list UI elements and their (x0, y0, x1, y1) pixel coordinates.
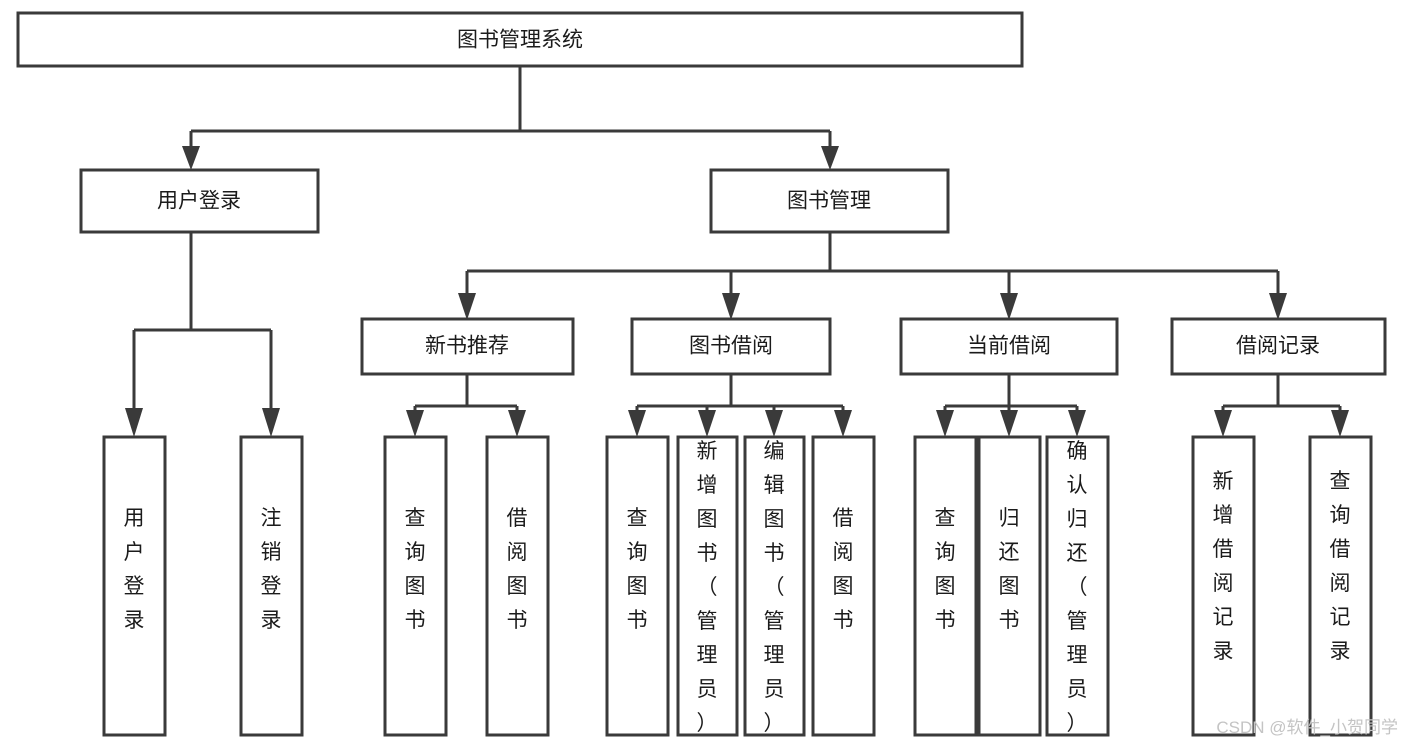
arrowhead-borrow-add-book (698, 410, 716, 437)
leaf-borrow-borrow-book-box[interactable] (811, 435, 876, 737)
node-current-borrow-box[interactable] (899, 317, 1119, 376)
arrowhead-user-login (182, 146, 200, 170)
arrowhead-borrow-borrow-book (834, 410, 852, 437)
node-current-borrow[interactable]: 当前借阅 (899, 317, 1119, 376)
leaf-borrow-edit-book-label: 编辑图书（管理员） (764, 440, 785, 735)
node-root-label: 图书管理系统 (457, 29, 583, 52)
arrowhead-borrow-edit-book (765, 410, 783, 437)
leaf-current-return-book-box[interactable] (977, 435, 1042, 737)
leaf-record-add-record[interactable]: 新增借阅记录 (1191, 435, 1256, 737)
arrowhead-new-book-recommend (458, 293, 476, 320)
leaf-user-login-label: 用户登录 (124, 507, 145, 632)
leaf-user-login[interactable]: 用户登录 (102, 435, 167, 737)
leaf-recommend-borrow-book-label: 借阅图书 (507, 507, 528, 632)
node-current-borrow-label: 当前借阅 (967, 335, 1051, 358)
leaf-borrow-add-book-box[interactable] (676, 435, 739, 737)
leaf-logout[interactable]: 注销登录 (239, 435, 304, 737)
arrowhead-record-query-record (1331, 410, 1349, 437)
leaf-record-query-record-label: 查询借阅记录 (1330, 470, 1351, 663)
leaf-borrow-add-book[interactable]: 新增图书（管理员） (676, 435, 739, 737)
leaf-record-query-record-box[interactable] (1308, 435, 1373, 737)
arrowhead-book-borrow (722, 293, 740, 320)
arrowhead-record-add-record (1214, 410, 1232, 437)
leaf-borrow-borrow-book[interactable]: 借阅图书 (811, 435, 876, 737)
arrowhead-current-confirm-return (1068, 410, 1086, 437)
node-new-book-recommend[interactable]: 新书推荐 (360, 317, 575, 376)
leaf-borrow-query-book-box[interactable] (605, 435, 670, 737)
node-book-management[interactable]: 图书管理 (709, 168, 950, 234)
node-book-management-label: 图书管理 (787, 190, 871, 213)
node-book-borrow-box[interactable] (630, 317, 832, 376)
node-new-book-recommend-label: 新书推荐 (425, 335, 509, 358)
node-borrow-record[interactable]: 借阅记录 (1170, 317, 1387, 376)
leaf-recommend-borrow-book-box[interactable] (485, 435, 550, 737)
leaf-current-return-book[interactable]: 归还图书 (977, 435, 1042, 737)
leaf-recommend-borrow-book[interactable]: 借阅图书 (485, 435, 550, 737)
leaf-user-login-box[interactable] (102, 435, 167, 737)
arrowhead-current-return-book (1000, 410, 1018, 437)
node-root[interactable]: 图书管理系统 (16, 11, 1024, 68)
arrowhead-recommend-borrow-book (508, 410, 526, 437)
leaf-current-confirm-return-label: 确认归还（管理员） (1067, 440, 1088, 735)
leaf-borrow-query-book-label: 查询图书 (627, 507, 648, 632)
leaf-recommend-query-book-box[interactable] (383, 435, 448, 737)
node-borrow-record-label: 借阅记录 (1236, 335, 1320, 358)
leaf-logout-box[interactable] (239, 435, 304, 737)
leaf-current-return-book-label: 归还图书 (999, 507, 1020, 632)
leaf-record-query-record[interactable]: 查询借阅记录 (1308, 435, 1373, 737)
node-user-login[interactable]: 用户登录 (79, 168, 320, 234)
arrowhead-current-query-book (936, 410, 954, 437)
node-user-login-label: 用户登录 (157, 190, 241, 213)
leaf-recommend-query-book[interactable]: 查询图书 (383, 435, 448, 737)
node-root-box[interactable] (16, 11, 1024, 68)
arrowhead-leaf-logout (262, 408, 280, 437)
arrowhead-borrow-record (1269, 293, 1287, 320)
arrowhead-borrow-query-book (628, 410, 646, 437)
leaf-borrow-add-book-label: 新增图书（管理员） (697, 440, 718, 735)
node-book-management-box[interactable] (709, 168, 950, 234)
leaf-current-query-book-box[interactable] (913, 435, 978, 737)
node-book-borrow[interactable]: 图书借阅 (630, 317, 832, 376)
leaf-borrow-borrow-book-label: 借阅图书 (833, 507, 854, 632)
leaf-current-confirm-return-box[interactable] (1045, 435, 1110, 737)
connectors-layer (125, 66, 1349, 437)
leaf-current-confirm-return[interactable]: 确认归还（管理员） (1045, 435, 1110, 737)
leaf-record-add-record-box[interactable] (1191, 435, 1256, 737)
node-book-borrow-label: 图书借阅 (689, 335, 773, 358)
leaf-borrow-edit-book-box[interactable] (743, 435, 806, 737)
arrowhead-book-mgmt (821, 146, 839, 170)
leaf-record-add-record-label: 新增借阅记录 (1213, 470, 1234, 663)
watermark-label: CSDN @软件_小贺同学 (1216, 718, 1398, 737)
leaf-current-query-book-label: 查询图书 (935, 507, 956, 632)
node-user-login-box[interactable] (79, 168, 320, 234)
node-new-book-recommend-box[interactable] (360, 317, 575, 376)
arrowhead-leaf-user-login (125, 408, 143, 437)
leaf-logout-label: 注销登录 (261, 507, 282, 632)
leaf-borrow-query-book[interactable]: 查询图书 (605, 435, 670, 737)
arrowhead-current-borrow (1000, 293, 1018, 320)
node-borrow-record-box[interactable] (1170, 317, 1387, 376)
leaf-borrow-edit-book[interactable]: 编辑图书（管理员） (743, 435, 806, 737)
leaf-recommend-query-book-label: 查询图书 (405, 507, 426, 632)
leaf-current-query-book[interactable]: 查询图书 (913, 435, 978, 737)
arrowhead-recommend-query-book (406, 410, 424, 437)
